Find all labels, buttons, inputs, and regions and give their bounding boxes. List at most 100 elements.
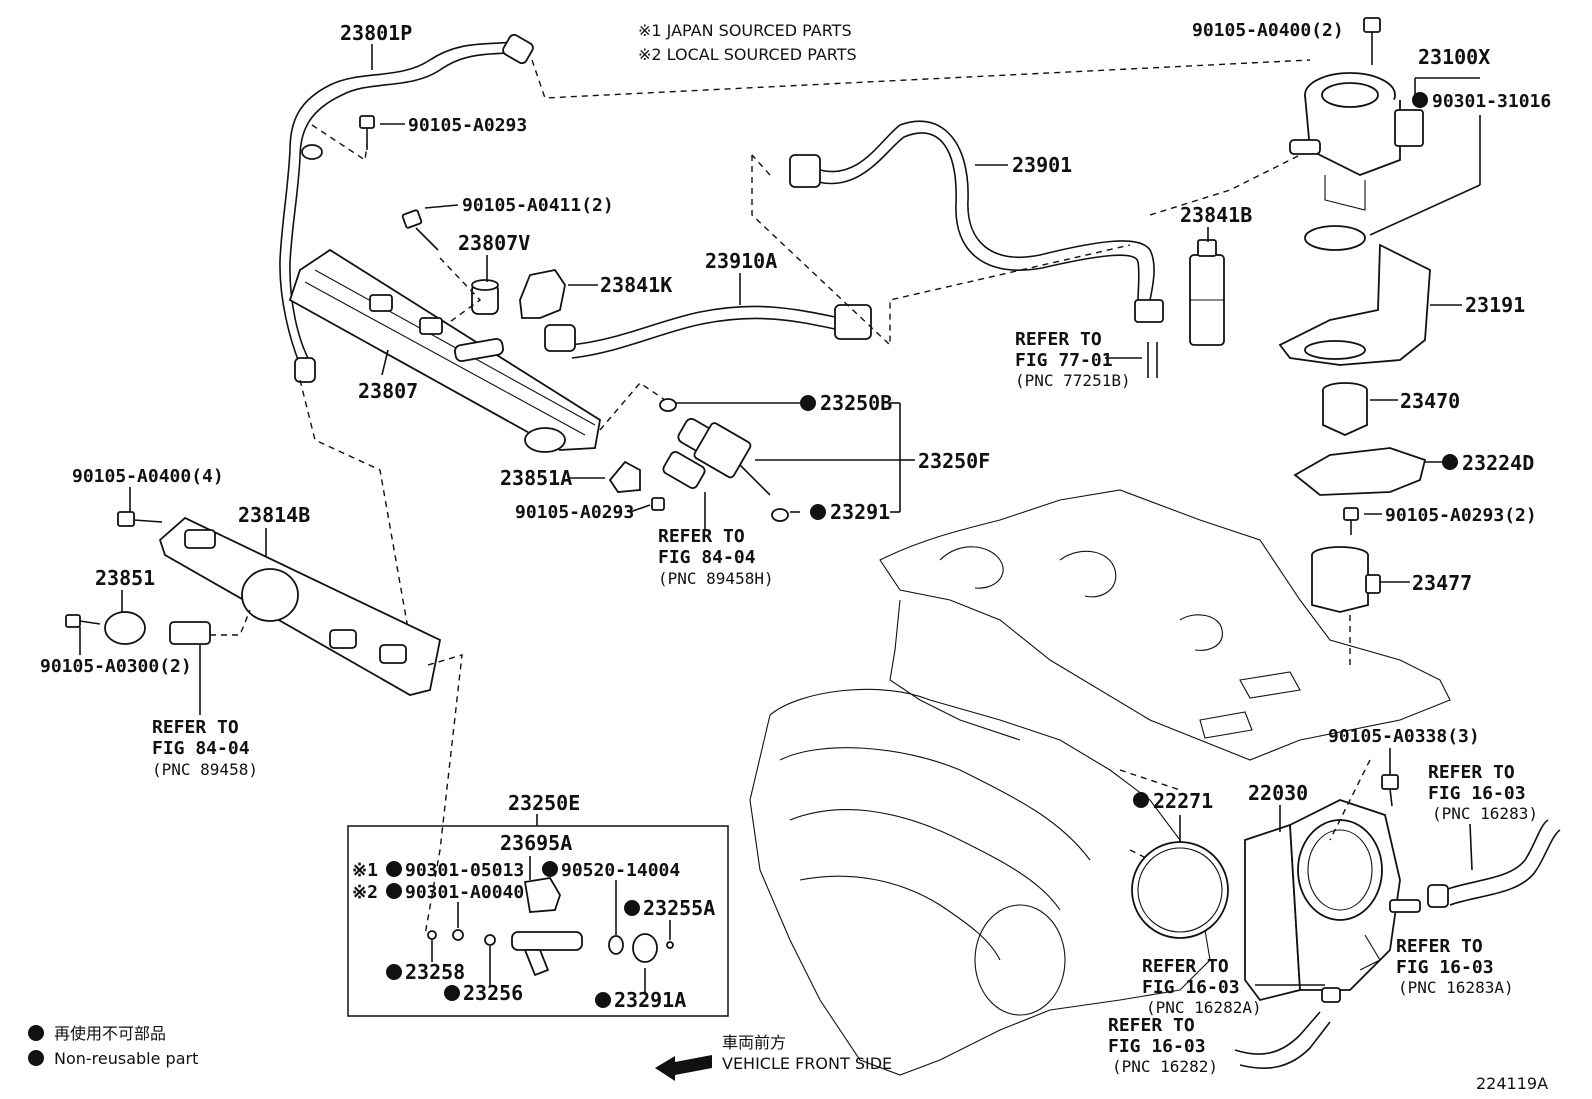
plate-23851 [104,611,146,645]
non-reusable-dot-23250B [800,395,816,411]
connector-23841B [1189,239,1225,346]
bolt-90105-A0300 [65,614,81,628]
label-23695A: 23695A [500,831,572,855]
sensor-89458 [169,621,211,645]
label-23841B: 23841B [1180,203,1252,227]
note-japan-sourced: ※1 JAPAN SOURCED PARTS [638,21,852,40]
gasket-22271 [1131,841,1229,939]
hose-23901 [789,120,1164,323]
bolt-90105-A0400-2 [1363,17,1381,65]
spacer-23807V [471,279,499,315]
non-reusable-dot-90520-14004 [542,861,558,877]
sensor-89458H [662,451,706,489]
lifter-23470 [1322,382,1368,436]
label-90105-A0400-2: 90105-A0400(2) [1192,20,1344,41]
legend-dot-jp [28,1025,44,1041]
bolt-90105-A0400-4 [117,511,163,527]
ref-77-01-line1: REFER TO [1015,329,1102,350]
non-reusable-dot-23255A [624,900,640,916]
label-23100X: 23100X [1418,45,1490,69]
fuel-rail-23807 [288,248,601,453]
label-23851: 23851 [95,566,155,590]
label-90301-A0040: 90301-A0040 [405,882,524,903]
engine-outline [749,489,1451,1076]
label-23224D: 23224D [1462,451,1534,475]
label-23256: 23256 [463,981,523,1005]
label-23814B: 23814B [238,503,310,527]
label-90105-A0400-4: 90105-A0400(4) [72,466,224,487]
label-23901: 23901 [1012,153,1072,177]
ref-84-04-left-line1: REFER TO [152,717,239,738]
label-22271: 22271 [1153,789,1213,813]
label-90520-14004: 90520-14004 [561,860,680,881]
ref-84-04-mid-line2: FIG 84-04 [658,547,756,568]
kit-box-23250E [347,825,729,1017]
label-23910A: 23910A [705,249,777,273]
ref-16-03-b-line1: REFER TO [1396,936,1483,957]
pump-23100X [1289,72,1424,211]
label-23470: 23470 [1400,389,1460,413]
non-reusable-dot-23258 [386,964,402,980]
injector-23250F [659,398,789,522]
ref-77-01-line3: (PNC 77251B) [1015,371,1131,390]
label-23258: 23258 [405,960,465,984]
ref-16-03-c-line1: REFER TO [1142,956,1229,977]
label-90105-A0411: 90105-A0411(2) [462,195,614,216]
non-reusable-dot-23256 [444,985,460,1001]
label-90105-A0293-2: 90105-A0293(2) [1385,505,1537,526]
label-23250B: 23250B [820,391,892,415]
ref-16-03-c-line2: FIG 16-03 [1142,977,1240,998]
plate-23851A [608,460,641,493]
legend-jp: 再使用不可部品 [54,1024,166,1043]
mark-2: ※2 [352,882,378,903]
ref-16-03-b-line2: FIG 16-03 [1396,957,1494,978]
o-ring-90301-31016 [1304,225,1366,251]
label-23807: 23807 [358,379,418,403]
ref-16-03-d-line1: REFER TO [1108,1015,1195,1036]
label-23255A: 23255A [643,896,715,920]
fuel-delivery-pipe-23814B [158,516,442,696]
label-23191: 23191 [1465,293,1525,317]
label-23841K: 23841K [600,273,672,297]
label-23250E: 23250E [508,791,580,815]
non-reusable-dot-90301-05013 [386,861,402,877]
mark-1: ※1 [352,860,378,881]
ref-77-01-line2: FIG 77-01 [1015,350,1113,371]
figure-id: 224119A [1476,1074,1548,1093]
bolt-90105-A0293-2 [1343,507,1359,521]
note-local-sourced: ※2 LOCAL SOURCED PARTS [638,45,857,64]
ref-84-04-mid-line3: (PNC 89458H) [658,569,774,588]
label-90105-A0293-top: 90105-A0293 [408,115,527,136]
hose-23910A [544,304,872,359]
label-23477: 23477 [1412,571,1472,595]
ref-16-03-a-line2: FIG 16-03 [1428,783,1526,804]
ref-16-03-b-line3: (PNC 16283A) [1398,978,1514,997]
bolt-90105-A0411 [401,209,439,251]
hose-16283 [1427,884,1449,908]
ref-16-03-d-line2: FIG 16-03 [1108,1036,1206,1057]
bolt-90105-A0293-top [359,115,375,150]
label-23291A: 23291A [614,988,686,1012]
label-90105-A0300: 90105-A0300(2) [40,656,192,677]
clip-23841K [519,268,566,319]
non-reusable-dot-23291A [595,992,611,1008]
non-reusable-dot-22271 [1133,792,1149,808]
direction-jp: 車両前方 [722,1033,786,1052]
label-23851A: 23851A [500,466,572,490]
fuel-pipe-23801P [279,33,534,383]
front-arrow-icon [655,1055,712,1081]
hose-clamp-16282A [1321,987,1341,1003]
ref-16-03-a-line1: REFER TO [1428,762,1515,783]
label-22030: 22030 [1248,781,1308,805]
legend-dot-en [28,1050,44,1066]
label-23807V: 23807V [458,231,530,255]
label-23801P: 23801P [340,21,412,45]
legend-en: Non-reusable part [54,1049,198,1068]
label-23250F: 23250F [918,449,990,473]
ref-16-03-a-line3: (PNC 16283) [1432,804,1538,823]
bolt-90105-A0293-mid [651,497,665,511]
direction-en: VEHICLE FRONT SIDE [722,1054,892,1073]
bracket-23191 [1278,243,1431,366]
non-reusable-dot-90301-31016 [1412,92,1428,108]
